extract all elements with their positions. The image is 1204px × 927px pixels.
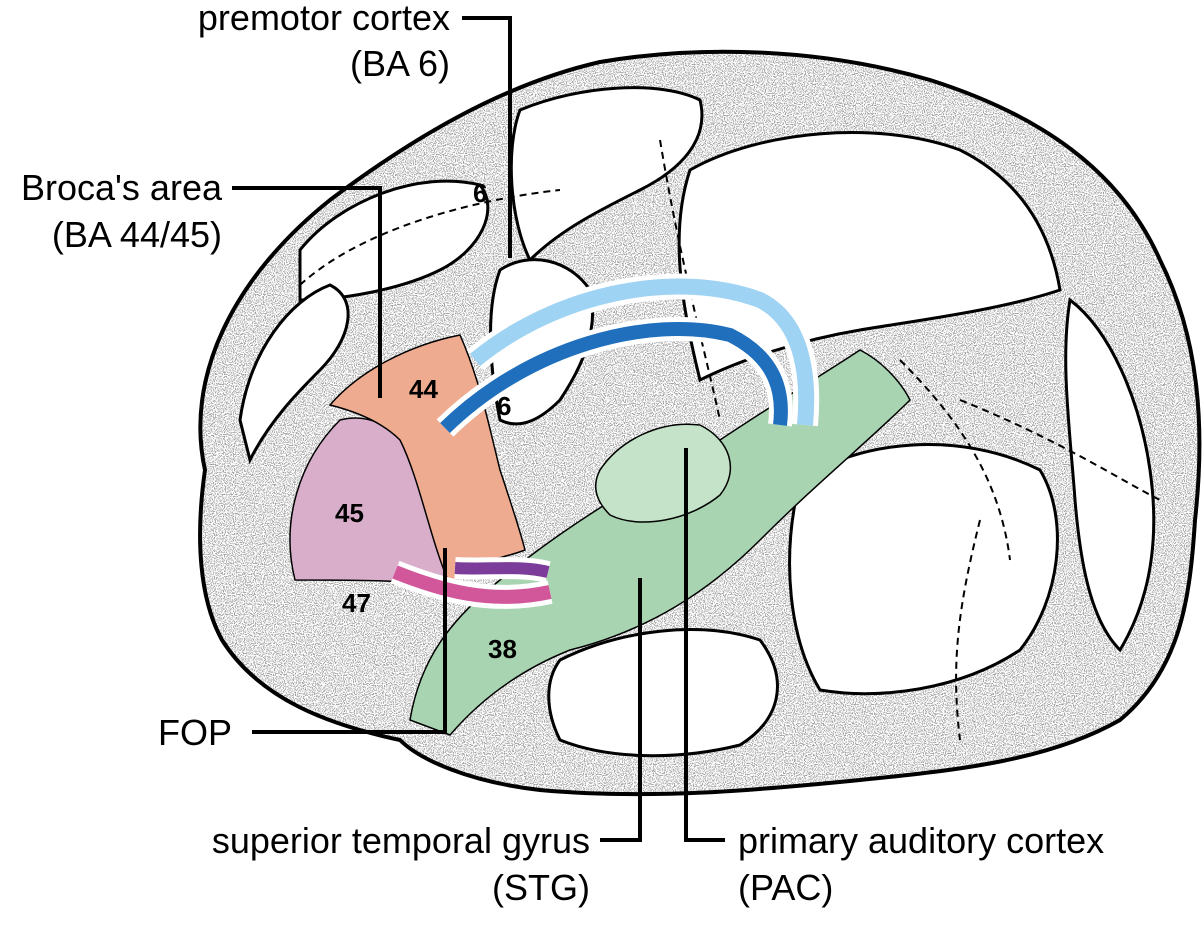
gyrus [298, 179, 490, 302]
leader-lines [232, 16, 725, 842]
area-number-45: 45 [335, 498, 364, 528]
area-number-44: 44 [409, 374, 438, 404]
dorsal-tract-dark [440, 322, 788, 434]
broca-label-line2: (BA 44/45) [52, 214, 222, 255]
area-number-6-upper: 6 [473, 178, 487, 208]
premotor-label-line1: premotor cortex [198, 0, 450, 38]
pac-label-line1: primary auditory cortex [738, 820, 1104, 861]
area-number-6-lower: 6 [497, 391, 511, 421]
stg-leader [600, 578, 642, 842]
area-numbers: 6 6 44 45 47 38 [335, 178, 517, 664]
premotor-label-line2: (BA 6) [350, 43, 450, 84]
pac-label-line2: (PAC) [738, 867, 833, 908]
brain-outline [198, 49, 1202, 797]
gyrus [547, 628, 779, 758]
boundary [955, 519, 981, 741]
dorsal-tract-light [469, 278, 815, 426]
area-boundaries [299, 139, 1161, 741]
broca-leader [232, 186, 382, 398]
pac-leader [684, 448, 725, 842]
ventral-tract-pink [392, 565, 552, 604]
labels: premotor cortex (BA 6) Broca's area (BA … [21, 0, 1104, 908]
stg-label-line2: (STG) [492, 867, 590, 908]
area-number-47: 47 [342, 588, 371, 618]
area-number-38: 38 [488, 634, 517, 664]
stg-label-line1: superior temporal gyrus [212, 820, 590, 861]
fop-label: FOP [158, 712, 232, 753]
boundary [299, 189, 561, 286]
area-pac [594, 423, 731, 523]
fop-leader [252, 548, 447, 734]
gyrus [1064, 297, 1156, 653]
gyrus [238, 283, 350, 465]
gyrus [509, 86, 704, 263]
ventral-tract-purple [454, 562, 550, 578]
boundary [959, 399, 1161, 501]
premotor-leader [462, 16, 512, 258]
gyrus [788, 443, 1059, 696]
fibre-tracts [390, 273, 820, 609]
broca-label-line1: Broca's area [21, 167, 223, 208]
